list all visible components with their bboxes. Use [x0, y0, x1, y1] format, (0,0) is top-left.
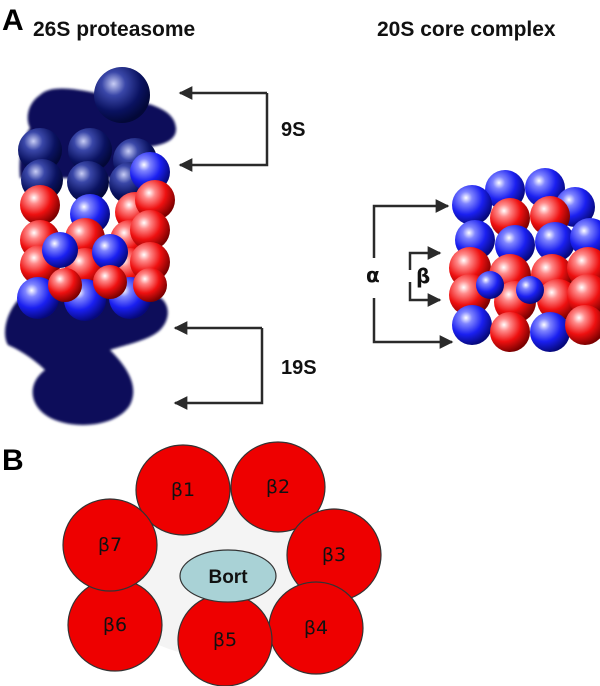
subunit-beta2: β2	[230, 441, 326, 533]
alpha-sphere	[92, 234, 128, 270]
title-26s-proteasome: 26S proteasome	[33, 18, 195, 41]
subunit-beta1: β1	[135, 444, 231, 536]
panel-b-letter: B	[2, 444, 24, 477]
beta-sphere	[130, 210, 170, 250]
alpha-sphere	[516, 276, 544, 304]
label-19s: 19S	[281, 357, 317, 379]
label-9s: 9S	[281, 119, 305, 141]
subunit-label: β6	[103, 614, 127, 636]
beta-sphere	[133, 268, 167, 302]
bracket-9s	[178, 86, 269, 172]
beta-arrows	[408, 246, 442, 307]
alpha-sphere	[535, 222, 575, 262]
subunit-beta4: β4	[268, 581, 364, 675]
core-sphere	[490, 312, 530, 352]
alpha-sphere	[476, 271, 504, 299]
title-20s-core-complex: 20S core complex	[377, 18, 556, 41]
label-beta: β	[416, 264, 430, 288]
alpha-sphere	[452, 185, 492, 225]
subunit-label: β7	[98, 534, 122, 556]
core-sphere	[135, 180, 175, 220]
core-sphere	[530, 312, 570, 352]
subunit-beta6: β6	[67, 578, 163, 672]
beta-sphere	[48, 268, 82, 302]
bracket-19s	[173, 321, 264, 410]
20s-core-complex-illustration	[449, 168, 600, 352]
subunit-beta7: β7	[62, 498, 158, 592]
core-sphere	[565, 305, 600, 345]
bortezomib-center: Bort	[179, 549, 277, 603]
core-sphere	[20, 185, 60, 225]
26s-subunit-spheres	[17, 67, 175, 321]
subunit-label: β4	[304, 617, 328, 639]
regulatory-sphere	[68, 128, 112, 172]
subunit-label: β5	[213, 629, 237, 651]
regulatory-sphere	[67, 161, 109, 203]
core-sphere	[452, 305, 492, 345]
alpha-sphere	[42, 232, 78, 268]
beta-sphere	[93, 265, 127, 299]
panel-a-letter: A	[2, 4, 24, 37]
subunit-beta5: β5	[177, 593, 273, 686]
subunit-label: β2	[266, 476, 290, 498]
beta-ring-diagram: β1 β2 β3 β4 β5 β6 β7 Bort	[62, 441, 382, 686]
regulatory-sphere	[18, 128, 62, 172]
regulatory-sphere	[94, 67, 150, 123]
beta-sphere	[567, 274, 600, 316]
subunit-label: β3	[322, 544, 346, 566]
bottom-regulatory-cap	[5, 290, 168, 425]
alpha-arrows	[372, 199, 454, 349]
subunit-label: β1	[171, 479, 195, 501]
label-alpha: α	[366, 263, 380, 287]
bort-label: Bort	[208, 567, 248, 588]
